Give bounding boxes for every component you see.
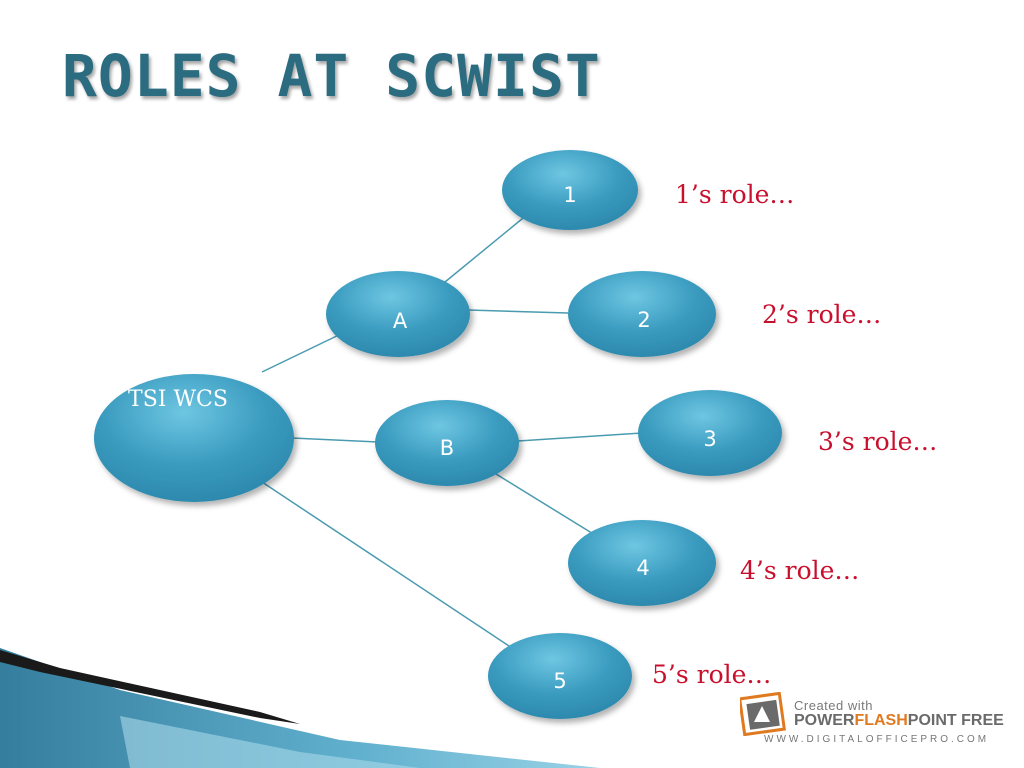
connector-b-3 — [517, 432, 643, 442]
watermark-url: WWW.DIGITALOFFICEPRO.COM — [764, 734, 990, 745]
node-b: B — [375, 400, 519, 486]
role-label-4: 4’s role… — [740, 556, 860, 585]
decorative-band — [0, 648, 600, 768]
connector-root-a — [261, 331, 346, 373]
node-2: 2 — [568, 271, 716, 357]
connector-b-4 — [495, 473, 596, 536]
node-5: 5 — [488, 633, 632, 719]
watermark-brand-flash: FLASH — [854, 712, 908, 729]
connector-a-2 — [467, 309, 569, 314]
watermark-created-with: Created with — [794, 698, 873, 713]
watermark-brand: POWERFLASHPOINT FREE — [794, 712, 1004, 730]
connector-root-b — [291, 437, 379, 443]
role-label-5: 5’s role… — [652, 660, 772, 689]
watermark: Created with POWERFLASHPOINT FREE WWW.DI… — [740, 690, 1008, 748]
role-label-2: 2’s role… — [762, 300, 882, 329]
node-1: 1 — [502, 150, 638, 230]
node-root: TSI WCS — [94, 374, 294, 502]
node-4-label: 4 — [636, 556, 649, 580]
powerflashpoint-logo-icon — [740, 692, 787, 736]
node-a-label: A — [393, 309, 408, 333]
page-title: ROLES AT SCWIST — [62, 42, 601, 110]
node-1-label: 1 — [563, 183, 576, 207]
node-3: 3 — [638, 390, 782, 476]
node-2-label: 2 — [637, 308, 650, 332]
role-label-1: 1’s role… — [675, 180, 795, 209]
node-3-label: 3 — [703, 427, 716, 451]
role-label-3: 3’s role… — [818, 427, 938, 456]
node-root-label: TSI WCS — [128, 387, 228, 412]
connectors — [261, 213, 643, 649]
node-5-label: 5 — [553, 669, 566, 693]
connector-root-5 — [261, 481, 513, 649]
node-b-label: B — [440, 436, 454, 460]
watermark-brand-power: POWER — [794, 712, 855, 729]
node-4: 4 — [568, 520, 716, 606]
connector-a-1 — [444, 213, 529, 283]
watermark-brand-point: POINT FREE — [907, 712, 1004, 729]
node-a: A — [326, 271, 470, 357]
